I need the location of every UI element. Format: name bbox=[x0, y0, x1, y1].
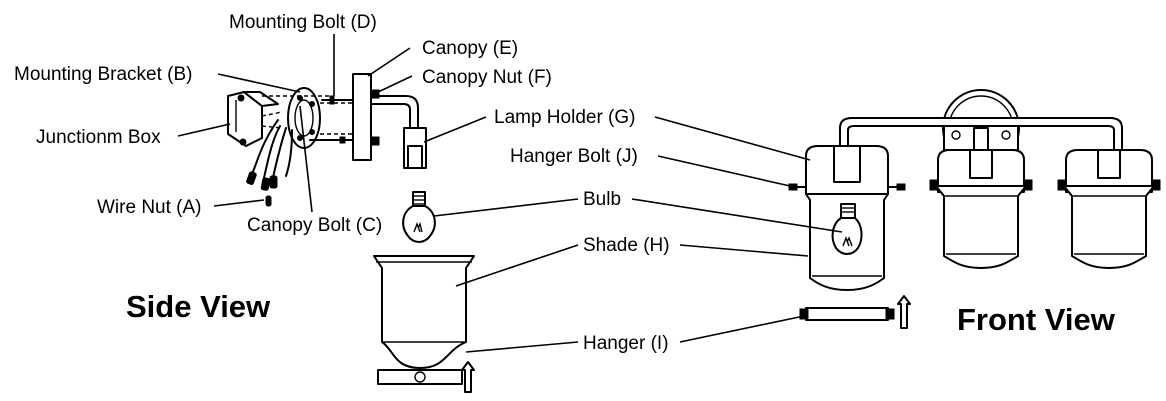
label-canopy-bolt: Canopy Bolt (C) bbox=[247, 215, 382, 236]
hanger-front bbox=[799, 295, 911, 329]
label-hanger-bolt: Hanger Bolt (J) bbox=[510, 146, 638, 167]
lamp-right bbox=[1057, 149, 1161, 269]
leader-lines bbox=[177, 34, 843, 353]
label-shade: Shade (H) bbox=[583, 235, 670, 256]
hanger-side bbox=[377, 361, 475, 393]
wires bbox=[251, 119, 293, 183]
shade-side bbox=[373, 255, 475, 369]
side-view-title: Side View bbox=[126, 289, 271, 324]
mounting-bolt bbox=[321, 95, 353, 105]
lamp-middle bbox=[929, 149, 1033, 269]
center-mount bbox=[943, 125, 1019, 151]
front-view-title: Front View bbox=[957, 302, 1116, 337]
label-wire-nut: Wire Nut (A) bbox=[97, 197, 202, 218]
label-mounting-bolt: Mounting Bolt (D) bbox=[229, 12, 377, 33]
view-titles: Side View Front View bbox=[126, 289, 1116, 337]
lamp-left bbox=[788, 145, 906, 291]
label-lamp-holder: Lamp Holder (G) bbox=[494, 107, 636, 128]
canopy-bolt bbox=[309, 136, 355, 144]
side-view-drawing bbox=[227, 73, 475, 393]
front-view-drawing bbox=[788, 89, 1161, 329]
lamp-holder bbox=[403, 127, 427, 169]
label-bulb: Bulb bbox=[583, 189, 621, 210]
label-mounting-bracket: Mounting Bracket (B) bbox=[14, 64, 192, 85]
bulb-side bbox=[402, 191, 436, 243]
label-junction-box: Junctionm Box bbox=[36, 127, 161, 148]
wire-nuts bbox=[246, 171, 278, 207]
arm bbox=[370, 95, 419, 129]
label-canopy: Canopy (E) bbox=[422, 38, 518, 59]
label-canopy-nut: Canopy Nut (F) bbox=[422, 67, 552, 88]
callout-labels: Mounting Bolt (D) Canopy (E) Mounting Br… bbox=[14, 12, 670, 354]
label-hanger: Hanger (I) bbox=[583, 333, 669, 354]
canopy bbox=[352, 73, 380, 161]
